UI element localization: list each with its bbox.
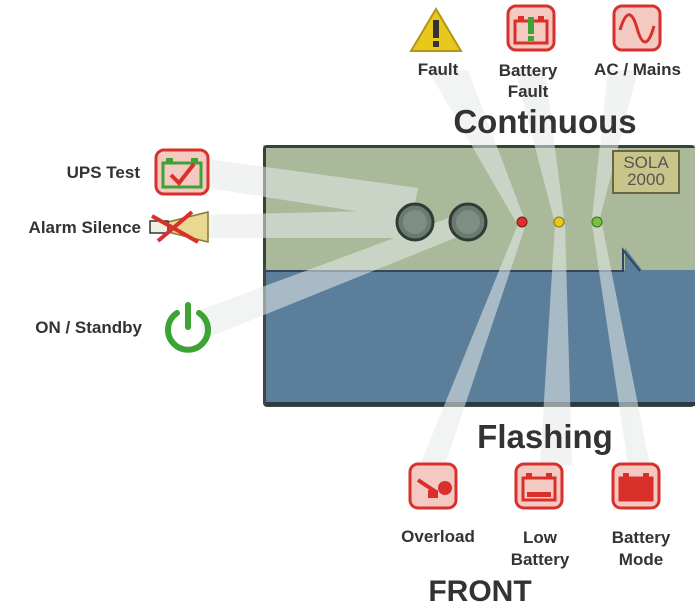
heading-front: FRONT — [428, 575, 532, 608]
label-overload: Overload — [401, 527, 475, 546]
battery-check-icon — [154, 148, 210, 196]
logo-line1: SOLA — [623, 153, 669, 172]
logo-box — [612, 150, 680, 194]
beam-alarm-silence — [198, 210, 412, 238]
battery-fault-icon — [506, 4, 556, 52]
led-red — [516, 216, 528, 228]
beam-ac-mains — [592, 70, 638, 218]
label-ups-test: UPS Test — [66, 163, 140, 182]
horn-muted-icon — [149, 210, 209, 244]
beams — [198, 70, 650, 465]
beam-battery-fault — [515, 70, 564, 220]
beam-battery-mode — [592, 224, 650, 465]
led-green — [591, 216, 603, 228]
label-low-battery: Low Battery — [510, 528, 570, 569]
logo-line2: 2000 — [627, 170, 665, 189]
beam-fault — [428, 70, 524, 222]
led-yellow — [553, 216, 565, 228]
label-battery-fault: Battery Fault — [498, 61, 558, 101]
label-fault: Fault — [417, 60, 459, 79]
label-alarm-silence: Alarm Silence — [28, 218, 141, 237]
power-icon — [165, 302, 211, 353]
low-battery-icon — [514, 462, 564, 510]
device-buttons — [395, 202, 488, 242]
sine-wave-icon — [612, 4, 662, 52]
beam-ups-test — [200, 158, 418, 220]
battery-mode-icon — [611, 462, 661, 510]
beam-overload — [420, 224, 526, 465]
device-leds — [516, 216, 603, 228]
warning-triangle-icon — [409, 7, 463, 52]
label-ac-mains: AC / Mains — [594, 60, 681, 79]
label-battery-mode: Battery Mode — [611, 528, 671, 569]
heading-flashing: Flashing — [477, 418, 613, 455]
heading-continuous: Continuous — [453, 103, 637, 140]
overload-icon — [408, 462, 458, 510]
beam-low-battery — [540, 224, 572, 465]
label-on-standby: ON / Standby — [35, 318, 142, 337]
beam-on-standby — [200, 210, 470, 340]
